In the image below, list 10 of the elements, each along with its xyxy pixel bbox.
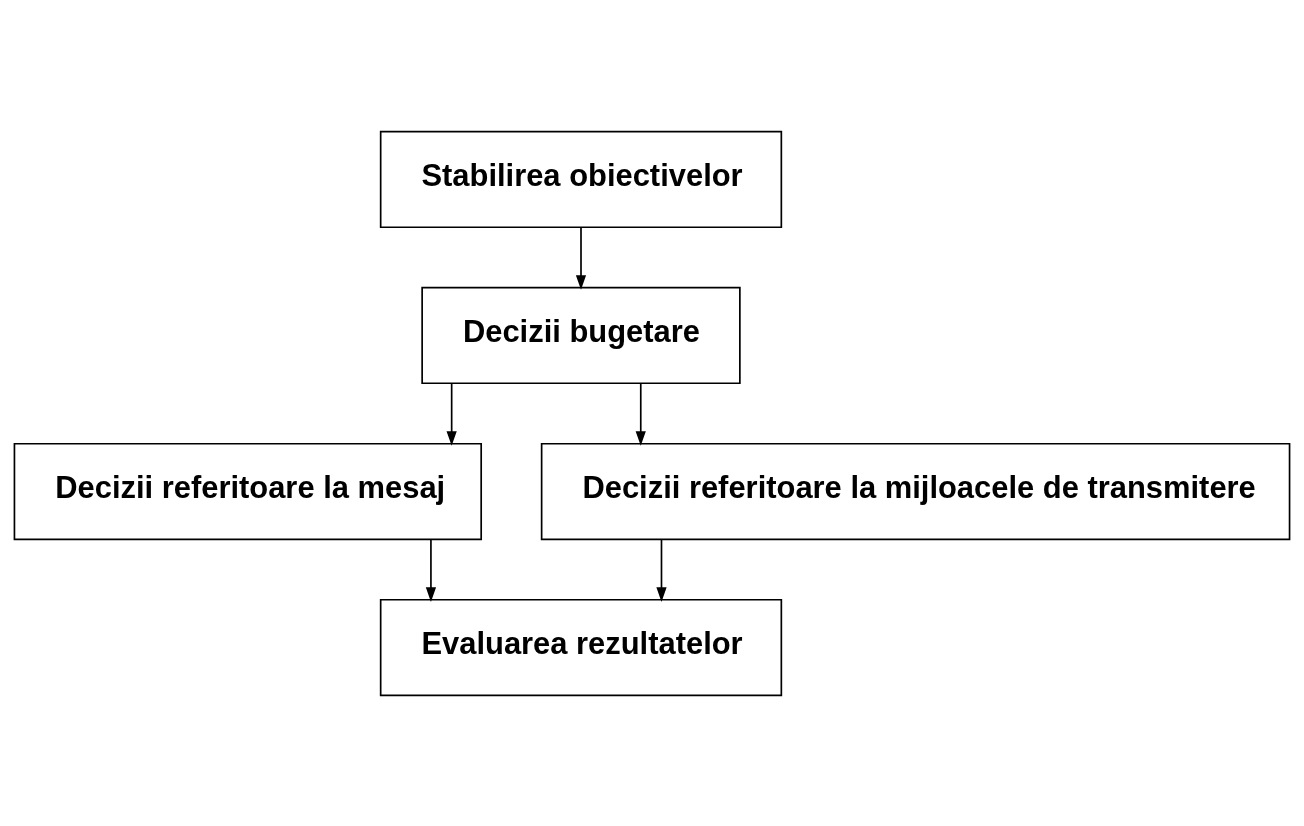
node-box: Decizii referitoare la mesaj (13, 442, 483, 540)
arrow (425, 538, 437, 602)
node-box: Decizii referitoare la mijloacele de transmitere (540, 442, 1291, 540)
arrow (635, 382, 646, 446)
node-box: Decizii bugetare (421, 286, 741, 384)
arrow (575, 226, 587, 290)
node-box: Stabilirea obiectivelor (379, 130, 783, 228)
arrow (656, 538, 667, 602)
node-box: Evaluarea rezultatelor (379, 598, 783, 696)
arrow (446, 382, 457, 446)
